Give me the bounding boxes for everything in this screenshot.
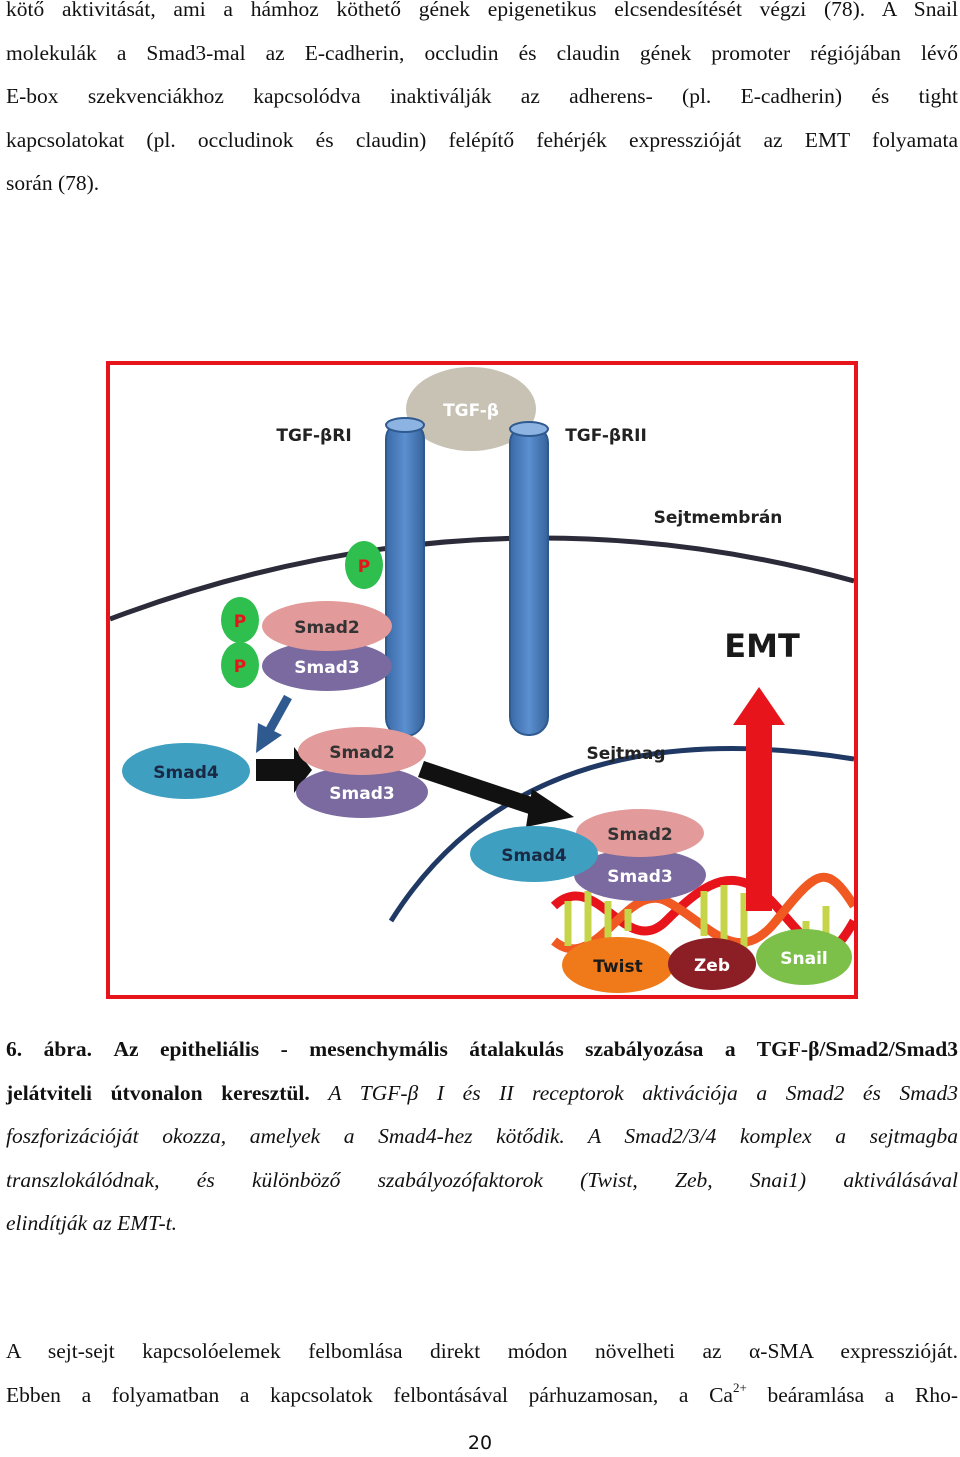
svg-text:Smad4: Smad4 [501,846,567,866]
binding-arrow [256,747,312,793]
svg-text:Twist: Twist [593,957,643,977]
superscript: 2+ [732,1379,747,1395]
figure-number: 6. ábra. [6,1037,92,1061]
caption-text: foszforizációját okozza, amelyek a Smad4… [6,1124,958,1148]
tgf-beta-ligand [406,367,536,451]
figure-diagram: TGF-β TGF-βRI TGF-βRII Sejtmembrán P P P… [106,361,858,999]
bottom-paragraph: A sejt-sejt kapcsolóelemek felbomlása di… [6,1330,958,1417]
svg-text:P: P [358,557,370,577]
text-line: kapcsolatokat (pl. occludinok és claudin… [6,127,958,152]
membrane-label: Sejtmembrán [654,508,783,528]
caption-line: 6. ábra. Az epitheliális - mesenchymális… [6,1028,958,1072]
cell-membrane [110,535,854,622]
phosphate-group [221,642,259,688]
text-line: E-box szekvenciákhoz kapcsolódva inaktiv… [6,84,958,108]
smad2-protein [576,809,704,857]
tgf-beta-r2-receptor [509,424,549,736]
figure-title: Az epitheliális - mesenchymális átalakul… [113,1037,959,1061]
svg-text:Smad3: Smad3 [294,658,359,678]
emt-label: EMT [724,627,800,665]
emt-arrow-icon [733,687,785,911]
caption-line: foszforizációját okozza, amelyek a Smad4… [6,1115,958,1159]
top-paragraph: kötő aktivitását, ami a hámhoz köthető g… [6,0,958,206]
tgf-beta-r1-label: TGF-βRI [276,426,351,446]
caption-line: jelátviteli útvonalon keresztül. A TGF-β… [6,1072,958,1116]
tgf-beta-label: TGF-β [443,401,499,421]
figure-title-cont: jelátviteli útvonalon keresztül. [6,1080,310,1105]
svg-text:Snail: Snail [780,949,827,969]
zeb-factor [668,938,756,990]
svg-text:Smad2: Smad2 [329,743,394,763]
smad4-protein [122,743,250,799]
tgf-beta-r1-receptor [385,420,425,737]
text-line: Ebben a folyamatban a kapcsolatok felbon… [6,1379,958,1407]
twist-factor [562,937,674,993]
tgf-beta-smad-figure: TGF-β TGF-βRI TGF-βRII Sejtmembrán P P P… [106,361,858,999]
svg-text:Smad2: Smad2 [294,618,359,638]
nucleus-label: Sejtmag [586,744,665,764]
smad2-protein [262,601,392,651]
svg-text:Smad3: Smad3 [607,867,672,887]
phosphate-group [345,541,383,589]
smad3-protein [574,849,706,901]
page-number: 20 [467,1432,493,1454]
nuclear-import-arrow [418,761,574,827]
caption-text: elindítják az EMT-t. [6,1211,177,1235]
text-line: molekulák a Smad3-mal az E-cadherin, occ… [6,40,958,65]
caption-text: transzlokálódnak, és különböző szabályoz… [6,1167,958,1192]
svg-text:P: P [234,657,246,677]
smad3-protein [296,766,428,818]
figure-caption: 6. ábra. Az epitheliális - mesenchymális… [6,1028,958,1246]
svg-text:P: P [234,612,246,632]
text-line: A sejt-sejt kapcsolóelemek felbomlása di… [6,1339,958,1363]
caption-text: A TGF-β I és II receptorok aktivációja a… [328,1080,958,1105]
caption-line: transzlokálódnak, és különböző szabályoz… [6,1159,958,1203]
text-line: kötő aktivitását, ami a hámhoz köthető g… [6,0,958,21]
snail-factor [756,929,852,985]
smad3-protein [262,641,392,691]
translocation-arrow [256,694,292,753]
phosphate-group [221,597,259,643]
svg-text:Smad3: Smad3 [329,784,394,804]
svg-text:Zeb: Zeb [694,956,730,976]
svg-text:Smad2: Smad2 [607,825,672,845]
tgf-beta-r2-label: TGF-βRII [565,426,647,446]
svg-text:Smad4: Smad4 [153,763,219,783]
text-line: során (78). [6,171,100,195]
smad4-protein [470,826,598,882]
smad2-protein [298,727,426,775]
caption-line: elindítják az EMT-t. [6,1202,958,1246]
